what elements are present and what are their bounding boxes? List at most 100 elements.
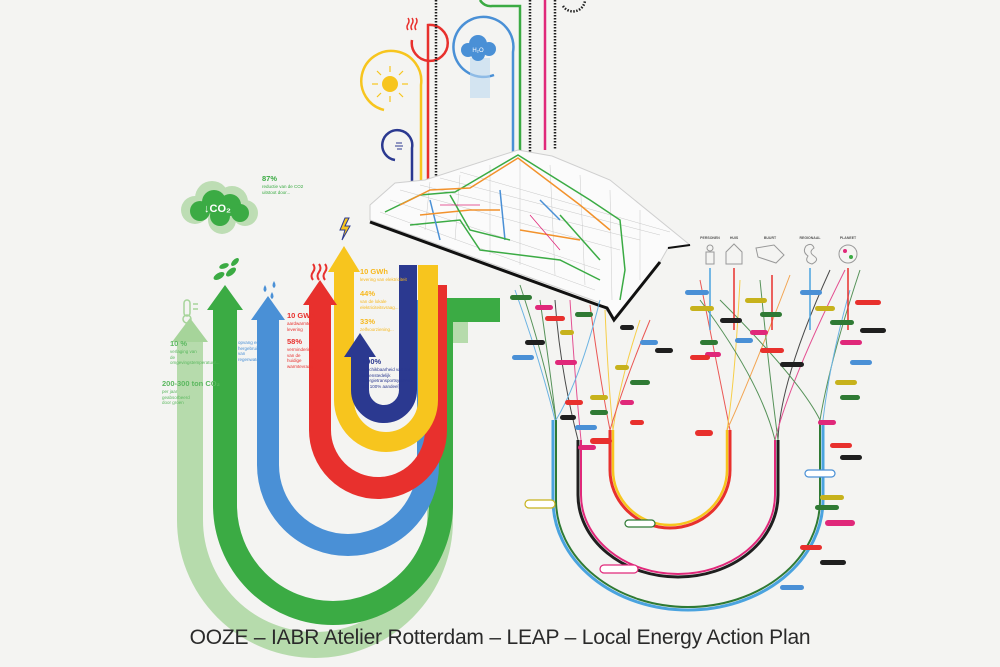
person-icon[interactable] [705,244,715,265]
impact-label-pill[interactable] [815,306,835,311]
stat-yellow-2-value: 44% [360,289,376,298]
sun-icon [372,66,408,102]
arrowhead-navy [344,333,376,357]
feed-navy [381,128,414,198]
impact-label-pill[interactable] [830,320,854,325]
impact-label-pill[interactable] [560,415,576,420]
stat-yellow-3-value: 33% [360,317,376,326]
impact-label-pill[interactable] [750,330,768,335]
category-label-region: REGIONAAL [800,236,822,240]
impact-label-pill[interactable] [512,355,534,360]
impact-label-pill[interactable] [524,499,556,509]
middle-u-magenta [580,440,776,575]
stat-blue: opvang en hergebruik van regenwater... [238,340,264,362]
impact-label-pill[interactable] [745,298,767,303]
impact-label-pill[interactable] [640,340,658,345]
impact-label-pill[interactable] [835,380,857,385]
impact-label-pill[interactable] [575,312,593,317]
impact-label-pill[interactable] [555,360,577,365]
impact-label-pill[interactable] [860,328,886,333]
stat-yellow-2-text: van de lokale elektriciteitsvraag... [360,299,399,310]
house-icon[interactable] [725,243,743,265]
impact-label-pill[interactable] [720,318,742,323]
impact-label-pill[interactable] [804,469,836,478]
impact-label-pill[interactable] [560,330,574,335]
water-cloud-icon: H₂O [461,35,496,98]
heat-waves-icon [310,263,328,281]
feed-red [410,23,449,190]
impact-label-pill[interactable] [815,505,839,510]
impact-label-pill[interactable] [575,425,597,430]
impact-label-pill[interactable] [690,355,710,360]
impact-label-pill[interactable] [615,365,629,370]
impact-label-pill[interactable] [620,400,634,405]
stat-co2-text: reductie van de CO2 uitstoot door... [262,184,304,195]
stat-red-2: 58% vermindering van de huidige warmtevr… [287,337,317,369]
impact-label-pill[interactable] [624,519,656,528]
category-labels: PERSONEN HUIS BUURT REGIONAAL PLANEET [700,236,857,240]
impact-label-pill[interactable] [630,420,644,425]
co2-cloud-icon [181,181,258,234]
impact-label-pill[interactable] [690,306,714,311]
stat-yellow-3-text: zelfvoorziening... [360,327,394,332]
stat-light-green-2: 200-300 ton CO₂ per jaar geabsorbeerd do… [162,380,220,406]
impact-label-pill[interactable] [850,360,872,365]
impact-label-pill[interactable] [535,305,553,310]
impact-label-pill[interactable] [780,585,804,590]
impact-label-pill[interactable] [800,545,822,550]
stat-yellow-1-text: levering van elektriciteit [360,277,407,282]
impact-label-pill[interactable] [840,340,862,345]
stat-yellow-2: 44% van de lokale elektriciteitsvraag... [360,290,412,310]
map-edge [369,220,662,323]
impact-label-pill[interactable] [760,348,784,353]
impact-label-pill[interactable] [525,340,545,345]
stat-light-green-1: 10 % verlaging van de omgevingstemperatu… [170,339,220,366]
impact-label-pill[interactable] [760,312,782,317]
flow-yellow [334,265,438,452]
impact-label-pill[interactable] [825,520,855,526]
impact-label-pill[interactable] [655,348,673,353]
impact-label-pill[interactable] [620,325,634,330]
impact-label-pill[interactable] [800,290,822,295]
impact-label-pill[interactable] [590,410,608,415]
stat-red-2-value: 58% [287,337,303,346]
impact-label-pill[interactable] [695,430,713,436]
impact-label-pill[interactable] [578,445,596,450]
neighborhood-icon[interactable] [755,244,785,264]
planet-icon[interactable] [838,244,858,264]
h2o-label: H₂O [472,48,484,54]
impact-label-pill[interactable] [565,400,583,405]
impact-label-pill[interactable] [590,438,612,444]
district-map[interactable] [369,149,692,323]
arrowhead-blue [251,296,285,320]
impact-label-pill[interactable] [780,362,804,367]
dotted-curl-top [561,0,587,13]
arrowhead-red [303,280,337,305]
stat-light-green-1-text: verlaging van de omgevingstemperatuur... [170,349,220,365]
impact-label-pill[interactable] [820,560,846,565]
feed-yellow [360,49,423,195]
impact-label-pill[interactable] [820,495,844,500]
impact-label-pill[interactable] [599,564,639,574]
impact-label-pill[interactable] [700,340,718,345]
stat-light-green-1-value: 10 % [170,339,188,348]
impact-label-pill[interactable] [830,443,852,448]
impact-label-pill[interactable] [735,338,753,343]
arrowhead-light-green [172,318,208,342]
category-icons [705,243,858,265]
impact-label-pill[interactable] [840,455,862,460]
impact-label-pill[interactable] [590,395,608,400]
impact-label-pill[interactable] [685,290,709,295]
impact-label-pill[interactable] [630,380,650,385]
flow-blue [257,300,439,556]
region-icon[interactable] [803,243,818,265]
impact-label-pill[interactable] [510,295,532,300]
impact-label-pill[interactable] [545,316,565,321]
stat-yellow-3: 33% zelfvoorziening... [360,318,412,333]
impact-label-pill[interactable] [818,420,836,425]
stat-red-1-text: aardwarmte levering [287,321,311,332]
impact-label-pill[interactable] [855,300,881,305]
impact-label-pill[interactable] [840,395,860,400]
middle-u-black [576,440,780,579]
